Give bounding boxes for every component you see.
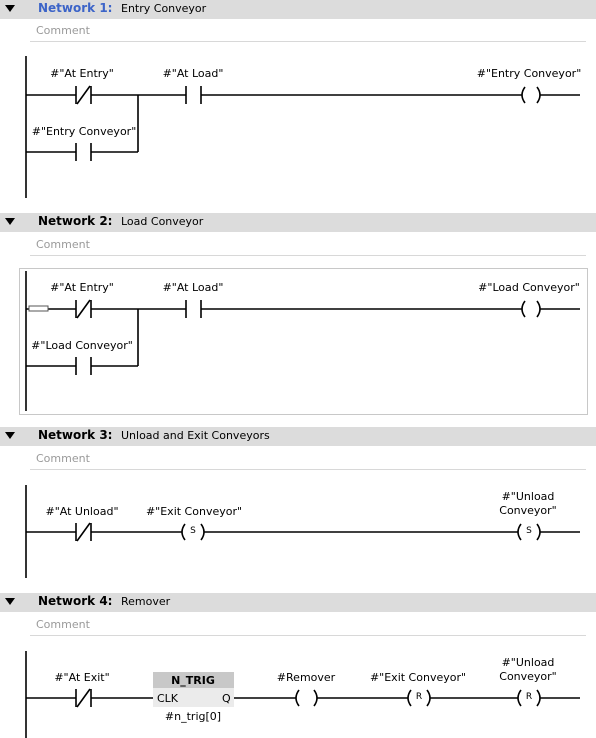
operand-label[interactable]: #"At Entry" <box>50 67 114 80</box>
operand-label[interactable]: #"At Exit" <box>54 671 110 684</box>
set-coil-unload-conveyor <box>517 523 522 541</box>
comment-field[interactable]: Comment <box>30 616 586 636</box>
coil-letter: R <box>525 692 533 702</box>
network-label: Network 1: <box>38 1 113 15</box>
network-label: Network 4: <box>38 594 113 608</box>
collapse-arrow-icon[interactable] <box>5 218 15 225</box>
coil-letter: R <box>415 692 423 702</box>
set-coil-exit-conveyor <box>181 523 186 541</box>
coil-operand-label[interactable]: #Remover <box>276 671 336 684</box>
network-title[interactable]: Load Conveyor <box>121 215 204 228</box>
n-trig-pin-clk: CLK <box>157 692 179 705</box>
comment-placeholder: Comment <box>36 24 90 37</box>
comment-placeholder: Comment <box>36 618 90 631</box>
coil-remover <box>295 689 300 707</box>
n-trig-instance-label[interactable]: #n_trig[0] <box>164 710 222 723</box>
network-title[interactable]: Entry Conveyor <box>121 2 207 15</box>
network-3-header[interactable]: Network 3: Unload and Exit Conveyors <box>0 427 596 446</box>
operand-label[interactable]: #"At Unload" <box>45 505 119 518</box>
reset-coil-unload-conveyor <box>517 689 522 707</box>
operand-label[interactable]: #"At Entry" <box>50 281 114 294</box>
comment-field[interactable]: Comment <box>30 450 586 470</box>
coil-operand-label[interactable]: #"Entry Conveyor" <box>476 67 582 80</box>
reset-coil-exit-conveyor <box>407 689 412 707</box>
operand-label[interactable]: #"At Load" <box>162 67 224 80</box>
n-trig-block-header[interactable] <box>153 672 234 688</box>
selected-rung-frame <box>19 268 588 415</box>
collapse-arrow-icon[interactable] <box>5 598 15 605</box>
network-1-header[interactable]: Network 1: Entry Conveyor <box>0 0 596 19</box>
collapse-arrow-icon[interactable] <box>5 5 15 12</box>
collapse-arrow-icon[interactable] <box>5 432 15 439</box>
coil-operand-label-line2[interactable]: Conveyor" <box>499 504 557 517</box>
network-2-header[interactable]: Network 2: Load Conveyor <box>0 213 596 232</box>
coil-operand-label[interactable]: #"Load Conveyor" <box>478 281 580 294</box>
comment-placeholder: Comment <box>36 238 90 251</box>
network-4-header[interactable]: Network 4: Remover <box>0 593 596 612</box>
coil-entry-conveyor <box>521 86 526 104</box>
coil-letter: S <box>190 526 196 536</box>
operand-label[interactable]: #"At Load" <box>162 281 224 294</box>
operand-label[interactable]: #"Entry Conveyor" <box>31 125 137 138</box>
coil-operand-label-line1[interactable]: #"Unload <box>501 656 555 669</box>
n-trig-block-name[interactable]: N_TRIG <box>171 674 215 687</box>
coil-operand-label-line1[interactable]: #"Unload <box>501 490 555 503</box>
comment-field[interactable]: Comment <box>30 236 586 256</box>
rung-pin-marker <box>28 305 49 312</box>
n-trig-block-body <box>153 688 234 707</box>
coil-operand-label[interactable]: #"Exit Conveyor" <box>369 671 467 684</box>
coil-operand-label[interactable]: #"Exit Conveyor" <box>145 505 243 518</box>
comment-placeholder: Comment <box>36 452 90 465</box>
coil-operand-label-line2[interactable]: Conveyor" <box>499 670 557 683</box>
network-title[interactable]: Unload and Exit Conveyors <box>121 429 270 442</box>
n-trig-pin-q: Q <box>222 692 231 705</box>
comment-field[interactable]: Comment <box>30 22 586 42</box>
network-label: Network 3: <box>38 428 113 442</box>
network-title[interactable]: Remover <box>121 595 171 608</box>
coil-load-conveyor <box>521 300 526 318</box>
network-label: Network 2: <box>38 214 113 228</box>
coil-letter: S <box>526 526 532 536</box>
operand-label[interactable]: #"Load Conveyor" <box>31 339 133 352</box>
